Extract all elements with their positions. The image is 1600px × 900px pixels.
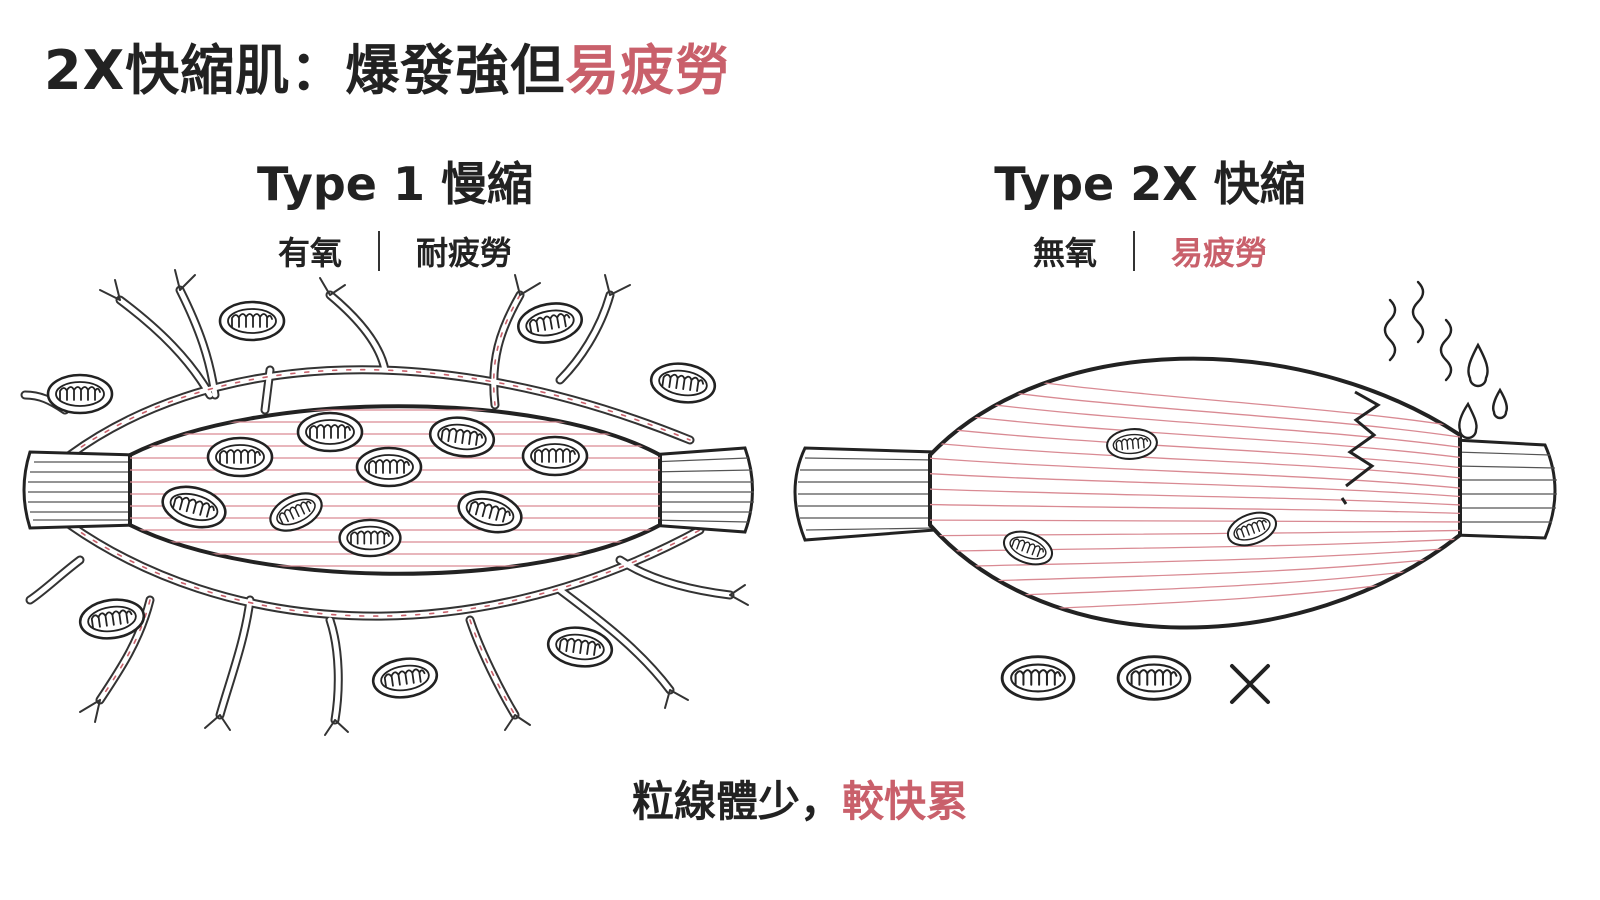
capillary-network xyxy=(20,269,749,736)
type1-header: Type 1 慢縮 有氧 耐疲勞 xyxy=(115,148,675,274)
bottom-caption: 粒線體少，較快累 xyxy=(0,768,1600,829)
page-title: 2X快縮肌：爆發強但易疲勞 xyxy=(44,26,730,105)
mitochondrion-icon xyxy=(355,446,423,488)
sweat-drop-icon xyxy=(1458,342,1508,440)
page-title-highlight: 易疲勞 xyxy=(565,39,731,102)
mitochondrion-icon xyxy=(647,358,719,408)
type2x-title: Type 2X 快縮 xyxy=(994,157,1306,211)
mitochondrion-icon xyxy=(521,435,589,477)
type1-sub-left: 有氧 xyxy=(277,234,342,272)
type1-muscle xyxy=(20,269,754,736)
caption-highlight: 較快累 xyxy=(842,777,969,826)
type1-sub-right: 耐疲勞 xyxy=(416,234,513,272)
type2x-sub-right: 易疲勞 xyxy=(1171,234,1268,272)
type2x-subtitle: 無氧 易疲勞 xyxy=(870,228,1430,274)
type1-title: Type 1 慢縮 xyxy=(256,157,534,211)
divider xyxy=(378,231,380,271)
type2x-header: Type 2X 快縮 無氧 易疲勞 xyxy=(870,148,1430,274)
crack-icon xyxy=(1340,390,1381,505)
type2x-muscle xyxy=(793,280,1557,704)
caption-prefix: 粒線體少， xyxy=(631,777,842,826)
type2x-sub-left: 無氧 xyxy=(1032,234,1097,272)
mitochondrion-icon xyxy=(206,436,274,478)
mitochondrion-icon xyxy=(338,518,402,558)
mitochondrion-icon xyxy=(46,373,114,415)
mitochondrion-icon xyxy=(544,622,616,672)
tendon-right xyxy=(648,446,754,534)
x-mark-icon xyxy=(1230,664,1270,704)
type1-subtitle: 有氧 耐疲勞 xyxy=(115,228,675,274)
mitochondrion-icon xyxy=(369,653,441,703)
mitochondrion-icon xyxy=(296,411,364,453)
mitochondrion-icon xyxy=(218,300,286,342)
page-title-prefix: 2X快縮肌：爆發強但 xyxy=(44,39,566,102)
tendon-right xyxy=(1453,438,1557,540)
divider xyxy=(1133,231,1135,271)
mitochondrion-icon xyxy=(513,297,587,349)
mitochondrion-icon xyxy=(1116,655,1192,701)
mitochondrion-icon xyxy=(1000,655,1076,701)
heat-wave-icon xyxy=(1383,280,1453,382)
tendon-left xyxy=(22,450,137,530)
